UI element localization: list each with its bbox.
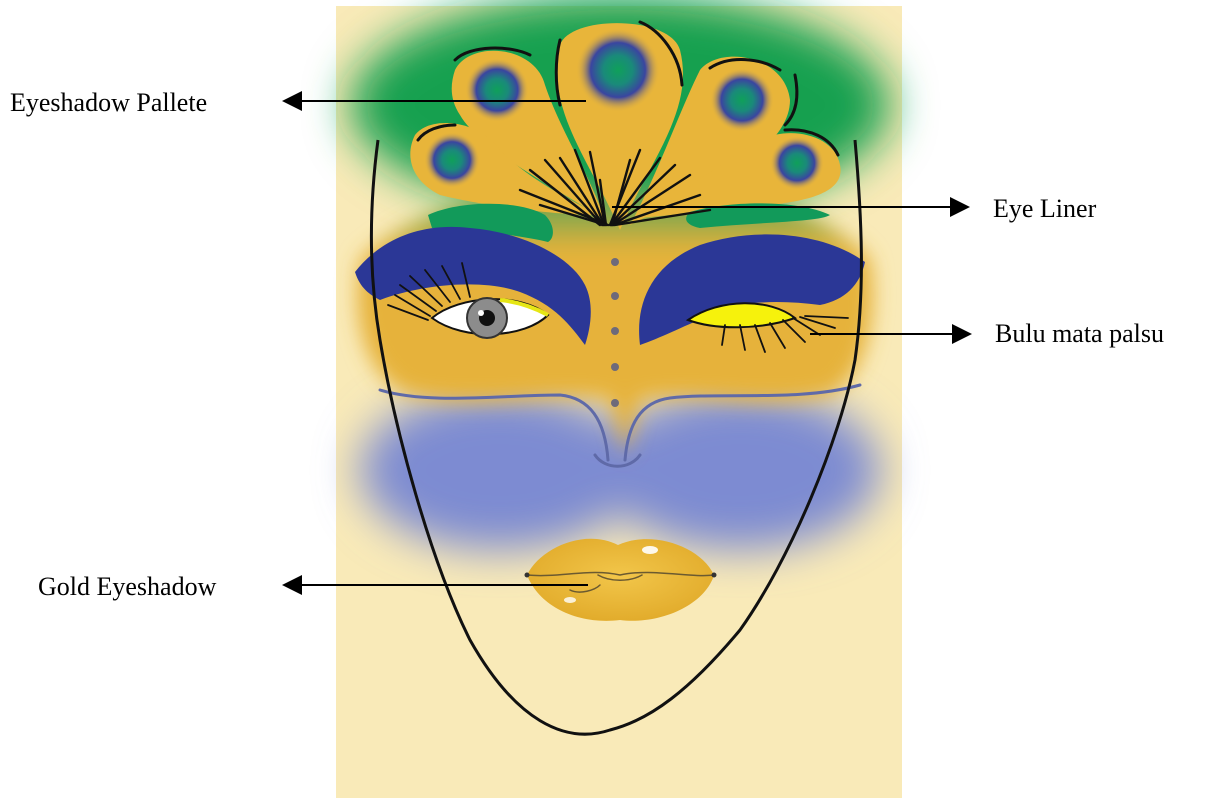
left-eye-highlight xyxy=(478,310,484,316)
right-plume-eye xyxy=(710,68,774,132)
lip-corner-right xyxy=(712,573,717,578)
lip-highlight xyxy=(642,546,658,554)
far-left-plume-eye xyxy=(424,132,480,188)
label-eyeshadow-pallete: Eyeshadow Pallete xyxy=(10,90,207,116)
label-gold-eyeshadow: Gold Eyeshadow xyxy=(38,574,216,600)
label-eye-liner: Eye Liner xyxy=(993,196,1096,222)
lip-highlight-2 xyxy=(564,597,576,603)
label-bulu-mata-palsu: Bulu mata palsu xyxy=(995,321,1164,347)
center-plume-eye xyxy=(576,28,660,112)
lip-corner-left xyxy=(525,573,530,578)
far-right-plume-eye xyxy=(770,136,824,190)
left-plume-eye xyxy=(465,58,529,122)
